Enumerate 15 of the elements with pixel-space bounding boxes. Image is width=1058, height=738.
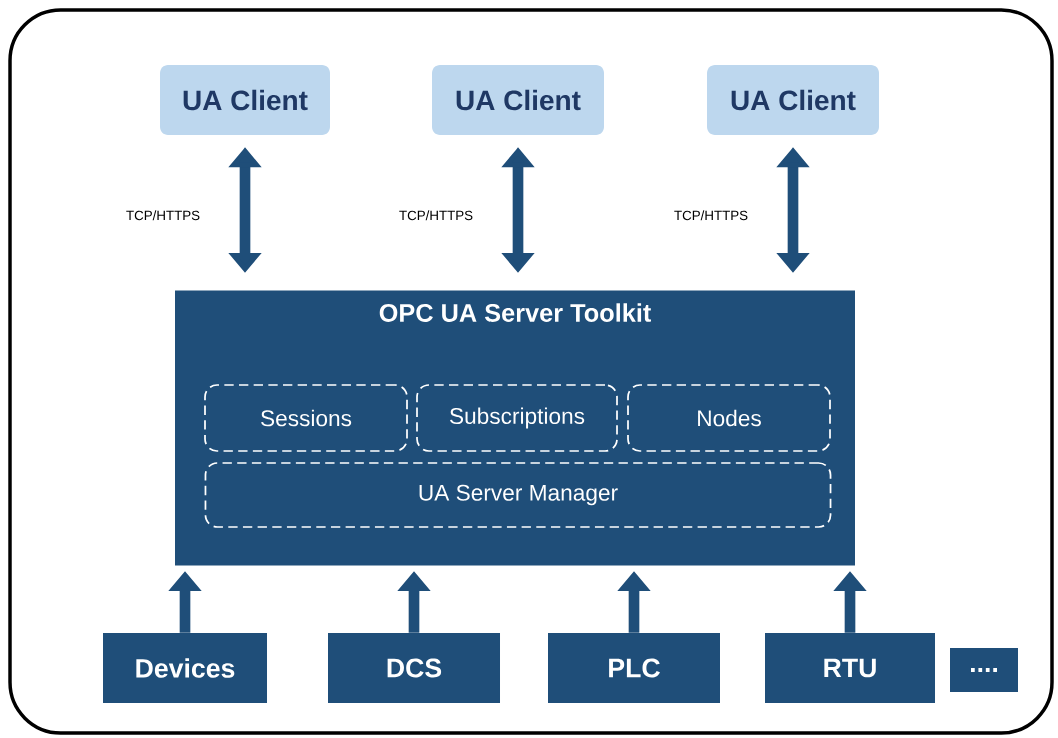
source-box: RTU [765,633,935,703]
source-box: .... [950,648,1018,692]
component-box: UA Server Manager [204,462,832,528]
edge-label: TCP/HTTPS [672,209,750,222]
source-box: Devices [103,633,267,703]
component-box: Nodes [627,384,831,452]
component-box: Sessions [204,384,408,452]
source-box: DCS [328,633,500,703]
source-box: PLC [548,633,720,703]
edge-label: TCP/HTTPS [124,209,202,222]
edge-label: TCP/HTTPS [397,209,475,222]
client-box: UA Client [432,65,604,135]
client-box: UA Client [707,65,879,135]
component-box: Subscriptions [416,384,618,452]
client-box: UA Client [160,65,330,135]
